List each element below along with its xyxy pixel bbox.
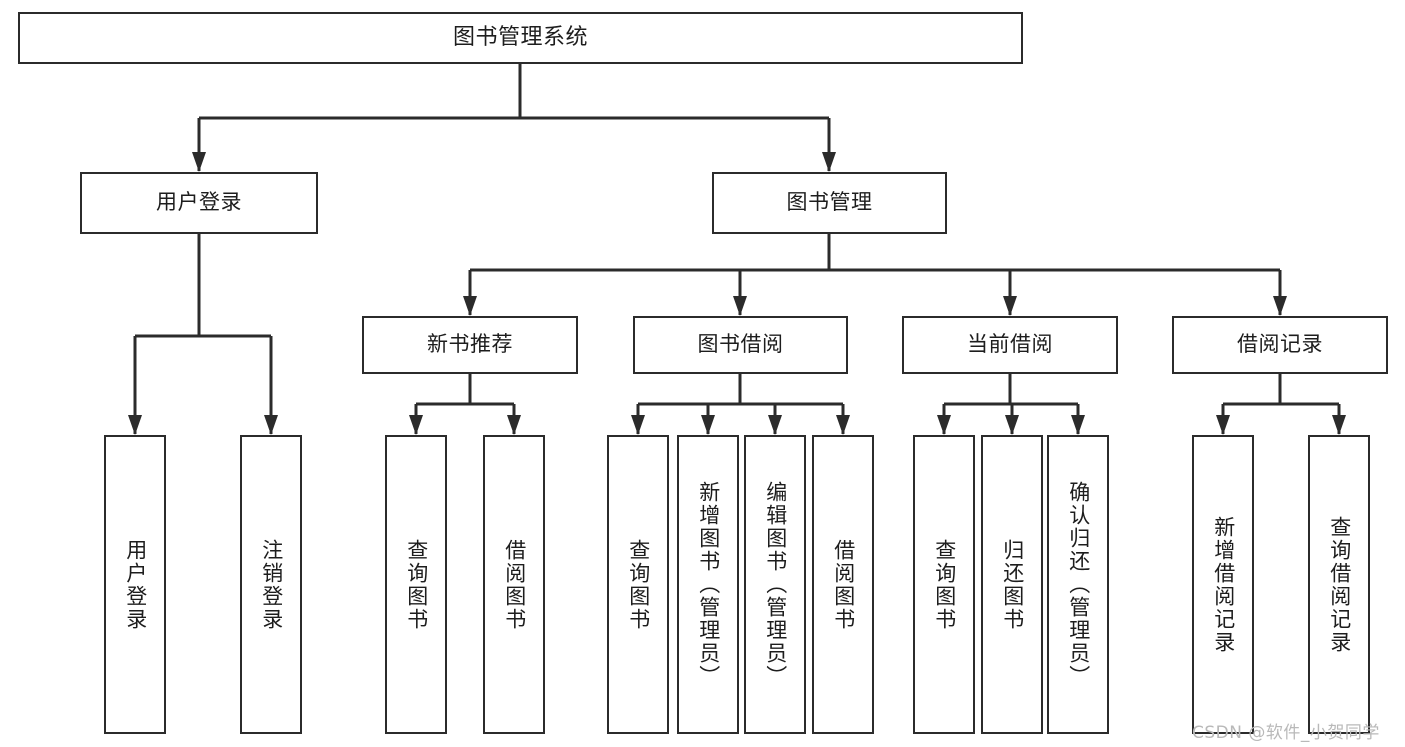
arrowhead	[701, 415, 715, 435]
node-label: 用户登录	[156, 190, 242, 215]
arrowhead	[768, 415, 782, 435]
arrowhead	[937, 415, 951, 435]
arrowhead	[1071, 415, 1085, 435]
node-label: 新书推荐	[427, 332, 513, 357]
node-root: 图书管理系统	[18, 12, 1023, 64]
node-book-manage: 图书管理	[712, 172, 947, 234]
arrowhead	[128, 415, 142, 435]
arrowhead	[507, 415, 521, 435]
arrowhead	[409, 415, 423, 435]
node-label: 图书管理系统	[452, 24, 588, 50]
arrowhead	[822, 152, 836, 172]
node-leaf-add-record: 新增借阅记录	[1192, 435, 1254, 734]
node-book-borrow: 图书借阅	[633, 316, 848, 374]
arrowhead	[463, 296, 477, 316]
node-leaf-query-book-borrow: 查询图书	[607, 435, 669, 734]
node-label: 编辑图书（管理员）	[763, 481, 788, 688]
node-leaf-user-login: 用户登录	[104, 435, 166, 734]
node-label: 借阅图书	[831, 538, 856, 631]
node-label: 归还图书	[1000, 538, 1025, 631]
node-leaf-logout: 注销登录	[240, 435, 302, 734]
node-leaf-confirm-return: 确认归还（管理员）	[1047, 435, 1109, 734]
watermark: CSDN @软件_小贺同学	[1192, 723, 1380, 743]
node-current-borrow: 当前借阅	[902, 316, 1118, 374]
node-new-book-recommend: 新书推荐	[362, 316, 578, 374]
connector-group	[128, 64, 1346, 435]
node-label: 借阅图书	[502, 538, 527, 631]
node-leaf-query-record: 查询借阅记录	[1308, 435, 1370, 734]
node-leaf-add-book: 新增图书（管理员）	[677, 435, 739, 734]
node-label: 确认归还（管理员）	[1066, 481, 1091, 688]
arrowhead	[1216, 415, 1230, 435]
arrowhead	[631, 415, 645, 435]
node-label: 查询图书	[404, 538, 429, 631]
arrowhead	[1273, 296, 1287, 316]
node-leaf-query-book-rec: 查询图书	[385, 435, 447, 734]
node-label: 注销登录	[259, 538, 284, 631]
node-label: 新增借阅记录	[1211, 515, 1236, 654]
node-label: 图书管理	[786, 190, 873, 215]
node-label: 查询借阅记录	[1327, 515, 1352, 654]
arrowhead	[836, 415, 850, 435]
arrowhead	[192, 152, 206, 172]
node-leaf-query-book-current: 查询图书	[913, 435, 975, 734]
node-label: 查询图书	[626, 538, 651, 631]
node-leaf-edit-book: 编辑图书（管理员）	[744, 435, 806, 734]
node-leaf-return-book: 归还图书	[981, 435, 1043, 734]
arrowhead	[733, 296, 747, 316]
arrowhead	[1003, 296, 1017, 316]
arrowhead	[1005, 415, 1019, 435]
node-label: 当前借阅	[967, 332, 1053, 357]
node-label: 用户登录	[123, 538, 148, 631]
node-label: 查询图书	[932, 538, 957, 631]
node-leaf-borrow-book: 借阅图书	[812, 435, 874, 734]
node-leaf-borrow-book-rec: 借阅图书	[483, 435, 545, 734]
node-borrow-record: 借阅记录	[1172, 316, 1388, 374]
node-label: 新增图书（管理员）	[696, 481, 721, 688]
node-label: 借阅记录	[1237, 332, 1323, 357]
node-user-login: 用户登录	[80, 172, 318, 234]
arrowhead	[264, 415, 278, 435]
node-label: 图书借阅	[697, 332, 784, 357]
arrowhead	[1332, 415, 1346, 435]
